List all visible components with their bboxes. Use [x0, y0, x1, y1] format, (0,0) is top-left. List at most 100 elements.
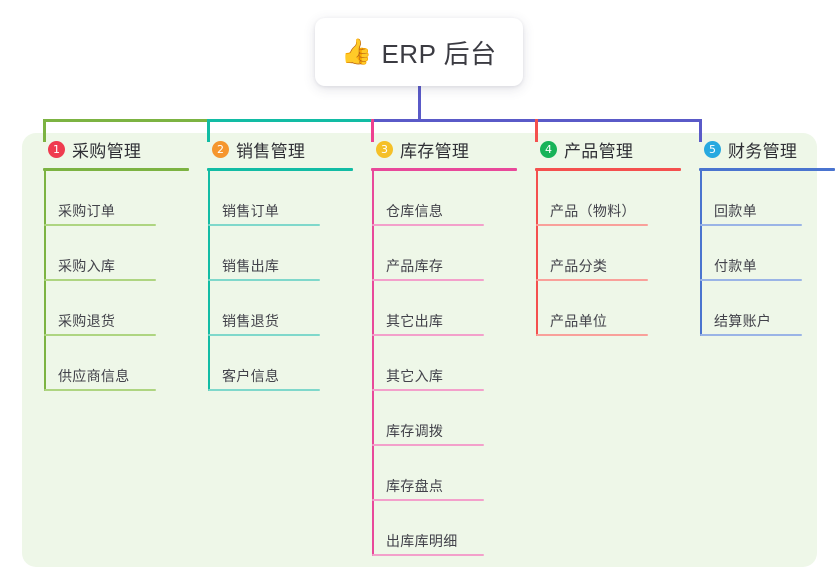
menu-item-rule — [372, 444, 484, 446]
menu-item-label: 销售出库 — [222, 258, 280, 274]
column-采购管理: 1 采购管理采购订单采购入库采购退货供应商信息 — [32, 133, 189, 391]
menu-item[interactable]: 付款单 — [688, 226, 828, 281]
menu-item[interactable]: 供应商信息 — [32, 336, 182, 391]
menu-item-rule — [372, 279, 484, 281]
menu-item-rule — [700, 334, 802, 336]
menu-item-rule — [44, 224, 156, 226]
menu-item[interactable]: 仓库信息 — [360, 171, 510, 226]
column-spine-1 — [44, 171, 46, 391]
column-items-3: 仓库信息产品库存其它出库其它入库库存调拨库存盘点出库库明细 — [360, 171, 510, 556]
menu-item-label: 产品库存 — [386, 258, 444, 274]
menu-item-label: 库存盘点 — [386, 478, 444, 494]
menu-item-rule — [372, 554, 484, 556]
menu-item[interactable]: 产品（物料） — [524, 171, 674, 226]
column-header-5[interactable]: 5 财务管理 — [688, 133, 828, 165]
column-title-5: 财务管理 — [728, 141, 798, 161]
column-rule-3 — [371, 168, 517, 171]
column-title-2: 销售管理 — [236, 141, 306, 161]
menu-item-label: 仓库信息 — [386, 203, 444, 219]
menu-item-rule — [700, 224, 802, 226]
connector-trunk — [418, 82, 421, 122]
menu-item-rule — [208, 334, 320, 336]
column-产品管理: 4 产品管理产品（物料） 产品分类产品单位 — [524, 133, 681, 336]
menu-item[interactable]: 客户信息 — [196, 336, 346, 391]
menu-item[interactable]: 结算账户 — [688, 281, 828, 336]
menu-item[interactable]: 库存调拨 — [360, 391, 510, 446]
menu-item-rule — [372, 334, 484, 336]
column-header-4[interactable]: 4 产品管理 — [524, 133, 674, 165]
root-title-card: 👍 ERP 后台 — [315, 18, 523, 86]
menu-item-label: 付款单 — [714, 258, 757, 274]
column-spine-4 — [536, 171, 538, 336]
connector-bus-segment-1 — [43, 119, 209, 122]
menu-item-rule — [44, 334, 156, 336]
page-title: ERP 后台 — [381, 38, 497, 69]
menu-item-label: 结算账户 — [714, 313, 772, 329]
menu-item-label: 回款单 — [714, 203, 757, 219]
menu-item-rule — [700, 279, 802, 281]
menu-item-label: 产品单位 — [550, 313, 608, 329]
menu-item-rule — [372, 499, 484, 501]
connector-bus-segment-2 — [207, 119, 373, 122]
menu-item-label: 销售订单 — [222, 203, 280, 219]
menu-item-rule — [208, 389, 320, 391]
column-title-3: 库存管理 — [400, 141, 470, 161]
menu-item[interactable]: 采购退货 — [32, 281, 182, 336]
column-items-2: 销售订单销售出库销售退货客户信息 — [196, 171, 346, 391]
menu-item[interactable]: 出库库明细 — [360, 501, 510, 556]
menu-item-label: 采购退货 — [58, 313, 116, 329]
root-title-inner: 👍 ERP 后台 — [341, 34, 496, 71]
menu-item[interactable]: 产品库存 — [360, 226, 510, 281]
menu-item-rule — [372, 389, 484, 391]
menu-item[interactable]: 库存盘点 — [360, 446, 510, 501]
column-header-1[interactable]: 1 采购管理 — [32, 133, 182, 165]
column-header-3[interactable]: 3 库存管理 — [360, 133, 510, 165]
column-spine-2 — [208, 171, 210, 391]
menu-item-label: 其它入库 — [386, 368, 444, 384]
column-rule-5 — [699, 168, 835, 171]
menu-item[interactable]: 采购订单 — [32, 171, 182, 226]
menu-item[interactable]: 产品单位 — [524, 281, 674, 336]
menu-item-label: 产品（物料） — [550, 203, 636, 219]
menu-item-label: 客户信息 — [222, 368, 280, 384]
menu-item-rule — [372, 224, 484, 226]
menu-item[interactable]: 销售退货 — [196, 281, 346, 336]
menu-item-label: 供应商信息 — [58, 368, 130, 384]
menu-item-rule — [536, 224, 648, 226]
column-rule-4 — [535, 168, 681, 171]
column-badge-5: 5 — [704, 140, 721, 158]
menu-item[interactable]: 回款单 — [688, 171, 828, 226]
column-items-5: 回款单付款单结算账户 — [688, 171, 828, 336]
column-badge-4: 4 — [540, 140, 557, 158]
menu-item[interactable]: 采购入库 — [32, 226, 182, 281]
column-销售管理: 2 销售管理销售订单销售出库销售退货客户信息 — [196, 133, 353, 391]
menu-item-label: 出库库明细 — [386, 533, 458, 549]
column-spine-5 — [700, 171, 702, 336]
column-header-2[interactable]: 2 销售管理 — [196, 133, 346, 165]
column-title-4: 产品管理 — [564, 141, 634, 161]
menu-item[interactable]: 销售出库 — [196, 226, 346, 281]
menu-item[interactable]: 销售订单 — [196, 171, 346, 226]
menu-item-label: 其它出库 — [386, 313, 444, 329]
column-badge-2: 2 — [212, 140, 229, 158]
column-title-1: 采购管理 — [72, 141, 142, 161]
menu-item[interactable]: 产品分类 — [524, 226, 674, 281]
menu-item[interactable]: 其它出库 — [360, 281, 510, 336]
column-spine-3 — [372, 171, 374, 556]
column-items-4: 产品（物料） 产品分类产品单位 — [524, 171, 674, 336]
menu-item[interactable]: 其它入库 — [360, 336, 510, 391]
menu-item-label: 库存调拨 — [386, 423, 444, 439]
menu-item-rule — [208, 224, 320, 226]
menu-item-label: 采购订单 — [58, 203, 116, 219]
column-库存管理: 3 库存管理仓库信息产品库存其它出库其它入库库存调拨库存盘点出库库明细 — [360, 133, 517, 556]
column-badge-3: 3 — [376, 140, 393, 158]
connector-bus-segment-3 — [371, 119, 702, 122]
menu-item-rule — [536, 279, 648, 281]
menu-item-label: 采购入库 — [58, 258, 116, 274]
column-items-1: 采购订单采购入库采购退货供应商信息 — [32, 171, 182, 391]
menu-item-rule — [536, 334, 648, 336]
menu-item-rule — [208, 279, 320, 281]
menu-item-label: 产品分类 — [550, 258, 608, 274]
column-badge-1: 1 — [48, 140, 65, 158]
